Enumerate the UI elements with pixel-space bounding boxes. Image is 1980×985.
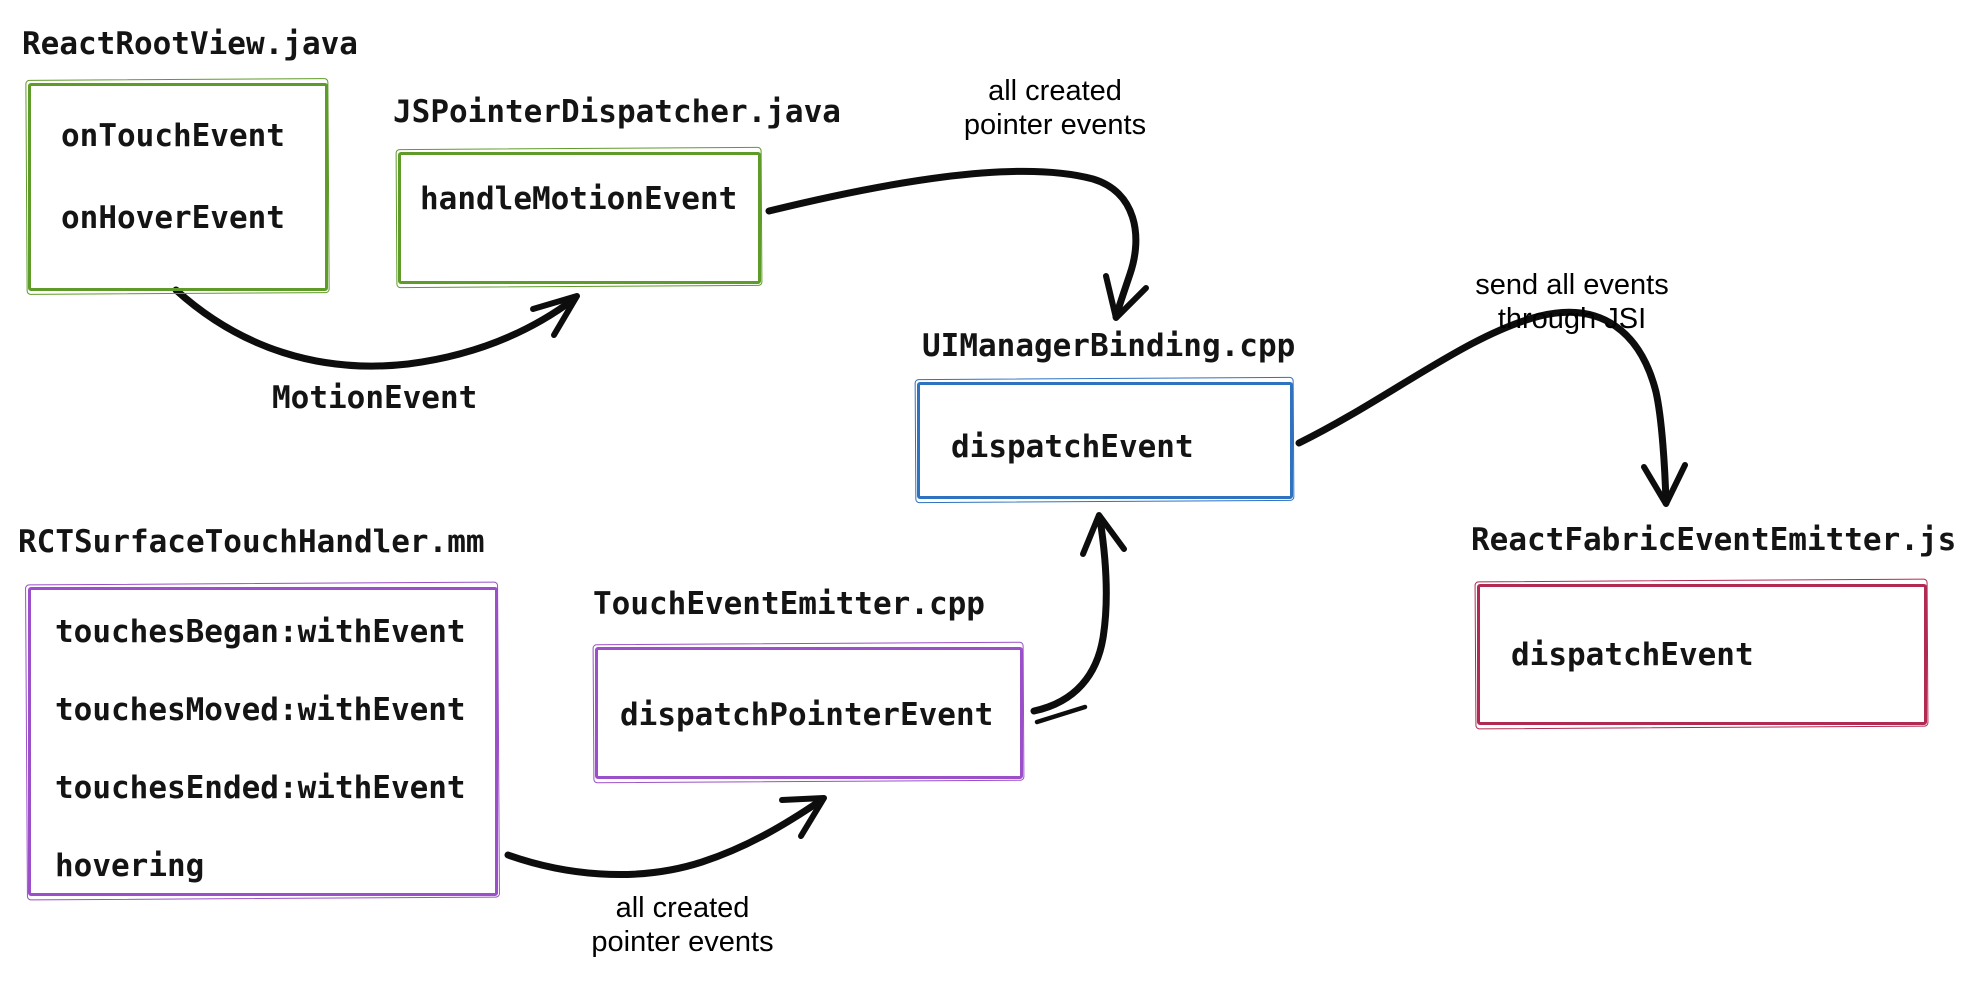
edge-label-line: all created [988, 75, 1122, 107]
file-label-js-pointer-dispatcher: JSPointerDispatcher.java [393, 94, 841, 130]
edge-label-line: send all events [1475, 269, 1669, 301]
method-touches-moved: touchesMoved:withEvent [55, 692, 466, 728]
arrow-pointer-events-top [765, 167, 1149, 321]
edge-label-line: pointer events [591, 926, 774, 958]
method-touches-began: touchesBegan:withEvent [55, 614, 466, 650]
node-box-js-pointer-dispatcher: handleMotionEvent [398, 152, 761, 284]
edge-label-pointer-events-bottom: all created pointer events [580, 891, 785, 959]
arrow-jsi [1295, 308, 1688, 507]
node-box-ui-manager-binding: dispatchEvent [917, 382, 1293, 499]
edge-label-motion-event: MotionEvent [272, 380, 478, 416]
file-label-react-root-view: ReactRootView.java [22, 26, 358, 62]
edge-label-pointer-events-top: all created pointer events [950, 74, 1160, 142]
file-label-react-fabric-event-emitter: ReactFabricEventEmitter.js [1471, 522, 1957, 558]
edge-label-line: pointer events [963, 109, 1147, 141]
edge-label-jsi: send all events through JSI [1462, 268, 1682, 336]
method-on-hover-event: onHoverEvent [61, 200, 285, 236]
file-label-ui-manager-binding: UIManagerBinding.cpp [922, 328, 1296, 364]
arrow-dispatch-to-binding [1030, 512, 1127, 725]
method-dispatch-event-binding: dispatchEvent [951, 429, 1194, 465]
method-on-touch-event: onTouchEvent [61, 118, 285, 154]
method-handle-motion-event: handleMotionEvent [420, 181, 738, 217]
edge-label-line: through JSI [1497, 303, 1647, 335]
edge-label-line: all created [615, 892, 750, 924]
node-box-rct-surface-touch-handler: touchesBegan:withEvent touchesMoved:with… [28, 587, 498, 896]
arrow-motionevent [172, 286, 580, 370]
file-label-rct-surface-touch-handler: RCTSurfaceTouchHandler.mm [18, 524, 485, 560]
file-label-touch-event-emitter: TouchEventEmitter.cpp [593, 586, 985, 622]
node-box-touch-event-emitter: dispatchPointerEvent [595, 647, 1023, 779]
method-hovering: hovering [55, 848, 205, 884]
method-dispatch-event-fabric: dispatchEvent [1511, 637, 1754, 673]
node-box-react-root-view: onTouchEvent onHoverEvent [28, 83, 328, 291]
arrow-pointer-events-bottom [504, 795, 827, 879]
node-box-react-fabric-event-emitter: dispatchEvent [1477, 584, 1927, 725]
method-dispatch-pointer-event: dispatchPointerEvent [620, 697, 994, 733]
method-touches-ended: touchesEnded:withEvent [55, 770, 466, 806]
